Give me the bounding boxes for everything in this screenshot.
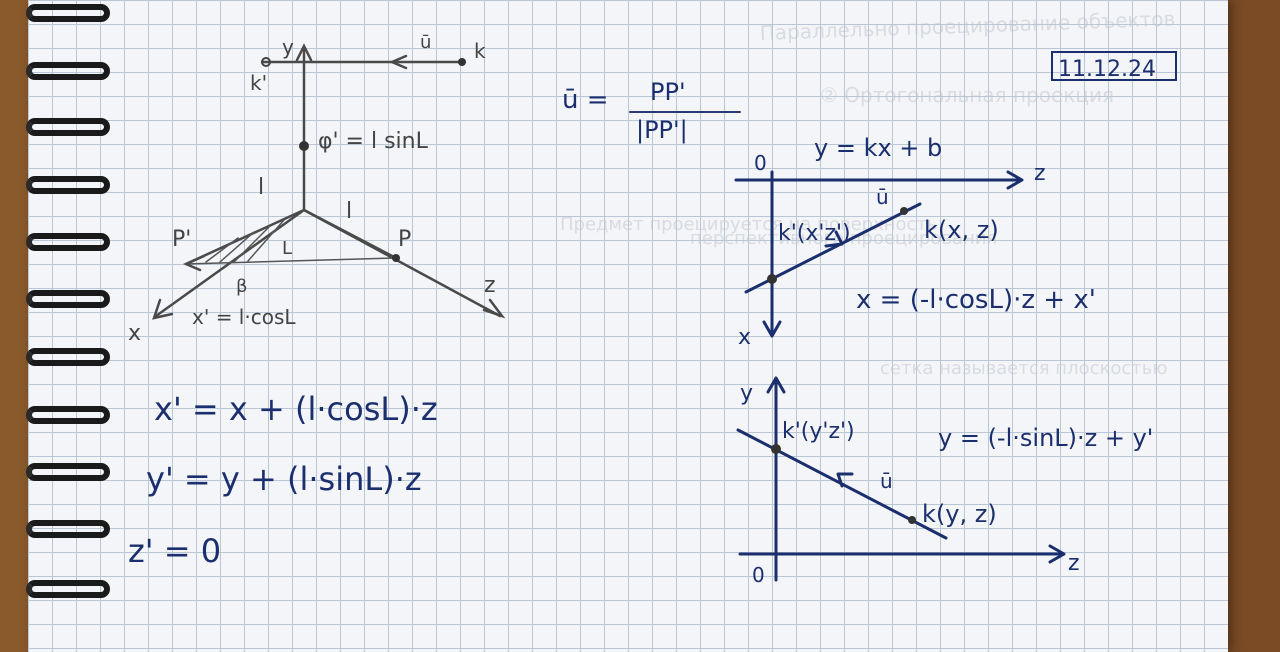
l-left-label: l (258, 175, 264, 200)
u-formula-numerator: PP' (650, 78, 686, 106)
equation-z-prime: z' = 0 (128, 532, 221, 570)
ghost-line: ② Ортогональная проекция (820, 83, 1114, 107)
k-label: k (474, 39, 486, 63)
xz-k-dot (900, 207, 908, 215)
yz-y-arrow (766, 376, 786, 394)
xz-origin: 0 (754, 151, 767, 175)
xz-z-label: z (1034, 161, 1046, 186)
z-axis-label: z (484, 273, 496, 298)
hatch-line (247, 219, 285, 262)
ghost-line: перспективного проецирования (690, 228, 997, 249)
xz-k-prime-label: k'(x'z') (778, 221, 851, 246)
pp-vector-arrow (182, 254, 206, 272)
point-k-prime-dot (261, 57, 271, 67)
ghost-line: сетка называется плоскостью (880, 358, 1168, 379)
spiral-ring (26, 176, 110, 194)
yz-k-prime-label: k'(y'z') (782, 419, 855, 444)
u-formula: ū = PP' |PP'| (562, 78, 741, 144)
beta-label: β (236, 276, 248, 297)
equation-x-prime: x' = x + (l·cosL)·z (154, 390, 438, 428)
spiral-ring (26, 4, 110, 22)
yz-y-label: y (740, 381, 753, 406)
xz-u-label: ū (876, 185, 889, 209)
date-stamp: 11.12.24 (1051, 51, 1177, 82)
u-formula-lhs: ū = (562, 85, 609, 115)
xz-x-label: x (738, 325, 751, 350)
xz-u-arrow (824, 230, 844, 248)
spiral-ring (26, 580, 110, 598)
p-label: P (398, 227, 411, 252)
phi-point-dot (299, 141, 309, 151)
xz-x-arrow (762, 320, 782, 338)
point-k-dot (458, 58, 466, 66)
y-axis-arrow (295, 43, 313, 62)
hatch-line (219, 231, 255, 263)
u-vector-arrow (388, 54, 408, 70)
u-formula-denominator: |PP'| (636, 116, 688, 144)
segment-pp-prime (185, 257, 397, 265)
x-prime-label: x' = l·cosL (192, 305, 296, 329)
yz-k-dot (908, 516, 916, 524)
p-prime-label: P' (172, 227, 191, 252)
yz-u-arrow (836, 472, 854, 488)
xz-z-arrow (1006, 170, 1024, 190)
yz-k-prime-dot (771, 444, 781, 454)
segment-l-right (302, 208, 398, 260)
yz-z-arrow (1048, 544, 1066, 564)
u-vector-label: ū (420, 32, 431, 53)
point-p-dot (392, 254, 400, 262)
line-equation: y = kx + b (814, 134, 942, 162)
segment-l-left (184, 208, 306, 266)
z-axis-arrow (482, 298, 506, 319)
x-axis-arrow (152, 298, 174, 320)
spiral-ring (26, 233, 110, 251)
k-prime-label: k' (250, 71, 267, 95)
xz-k-prime-dot (767, 274, 777, 284)
hatch-line (205, 237, 239, 263)
yz-z-label: z (1068, 551, 1080, 576)
phi-label: φ' = l sinL (318, 129, 429, 154)
projection-equations: x' = x + (l·cosL)·z y' = y + (l·sinL)·z … (128, 390, 438, 570)
hatch-line (233, 225, 271, 263)
alpha-label: L (282, 238, 292, 259)
spiral-ring (26, 62, 110, 80)
graph-paper-sheet (28, 0, 1228, 652)
spiral-ring (26, 348, 110, 366)
spiral-ring (26, 406, 110, 424)
date-text: 11.12.24 (1058, 57, 1156, 82)
xz-plot: z 0 x k'(x'z') ū k(x, z) x = (-l·cosL)·z… (734, 151, 1096, 350)
y-axis-label: y (282, 35, 294, 59)
xz-k-label: k(x, z) (924, 216, 999, 244)
spiral-ring (26, 290, 110, 308)
spiral-ring (26, 463, 110, 481)
yz-equation: y = (-l·sinL)·z + y' (938, 424, 1153, 452)
spiral-ring (26, 118, 110, 136)
yz-origin: 0 (752, 563, 765, 587)
x-axis-label: x (128, 321, 141, 346)
l-right-label: l (346, 199, 352, 224)
yz-u-label: ū (880, 469, 893, 493)
xz-equation: x = (-l·cosL)·z + x' (856, 285, 1096, 315)
yz-k-label: k(y, z) (922, 500, 997, 528)
equation-y-prime: y' = y + (l·sinL)·z (146, 460, 422, 498)
projection-diagram: y x z k' k ū φ' = l sinL l l P' P (128, 32, 506, 346)
ghost-line: Предмет проецируется на поверхность (560, 214, 938, 235)
yz-plot: y z 0 k'(y'z') ū k(y, z) y = (-l·sinL)·z… (736, 376, 1153, 587)
date-box (1051, 51, 1177, 81)
spiral-ring (26, 520, 110, 538)
ghost-line: Параллельно проецирование объектов (759, 7, 1175, 45)
